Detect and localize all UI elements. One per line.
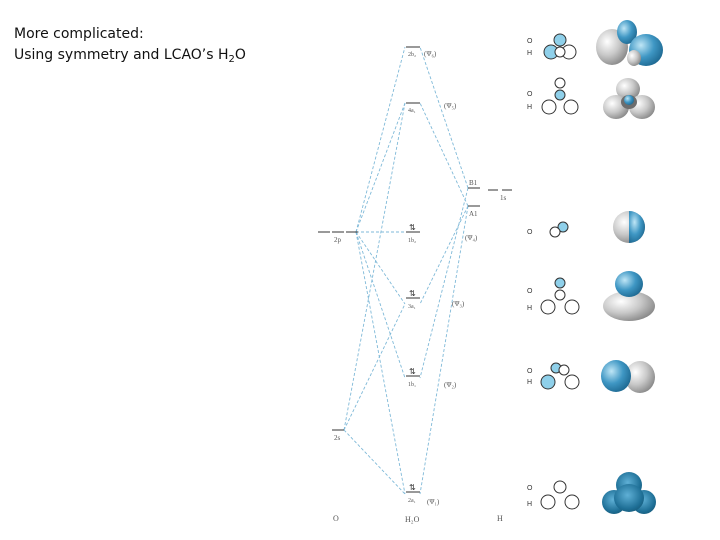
line-o2p-1b1 — [355, 231, 406, 379]
slide-title: More complicated: Using symmetry and LCA… — [14, 24, 246, 70]
orbital-render-psi5 — [603, 78, 655, 119]
oh-label-o-3: O — [527, 229, 533, 236]
orbital-schematics — [540, 33, 580, 510]
schematic-psi6 — [543, 33, 577, 60]
correlation-lines — [343, 46, 469, 495]
oh-label-h-5: H — [527, 379, 532, 386]
schematic-psi5 — [541, 77, 579, 115]
mo-sym-psi1: 2a₁ — [408, 498, 416, 504]
oh-label-o-6: O — [527, 485, 533, 492]
mo-sym-psi6: 2b₂ — [408, 52, 416, 58]
line-ha1-4a1 — [419, 102, 469, 207]
mo-psi-labels: (Ψ₆) (Ψ₅) (Ψ₄) (Ψ₃) (Ψ₂) (Ψ₁) — [424, 50, 478, 506]
line-o2s-2a1 — [343, 429, 406, 495]
electron-pair-psi2: ⇅ — [409, 367, 416, 376]
o-2p-label: 2p — [334, 236, 342, 244]
mo-sym-psi5: 4a₁ — [408, 108, 416, 114]
line-hb1-1b1 — [419, 187, 469, 379]
schematic-oh-labels: O H O H O O H O H O H — [527, 38, 533, 508]
line-o2p-b2u — [355, 46, 406, 233]
orbital-render-psi1 — [602, 472, 656, 514]
oxygen-levels — [318, 231, 358, 431]
orbital-render-psi4 — [613, 211, 645, 243]
line-ha1-3a1 — [419, 205, 469, 305]
column-label-h2o: H₂O — [405, 515, 420, 524]
title-subscript: 2 — [228, 54, 235, 65]
title-line-2-text: Using symmetry and LCAO’s H — [14, 47, 229, 63]
schematic-psi1 — [540, 480, 580, 510]
oh-label-o-2: O — [527, 91, 533, 98]
mo-sym-psi2: 1b₁ — [408, 382, 416, 388]
mo-psi-6: (Ψ₆) — [424, 50, 437, 58]
line-ha1-2a1 — [419, 205, 469, 495]
oh-label-o-1: O — [527, 38, 533, 45]
mo-psi-2: (Ψ₂) — [444, 381, 457, 389]
mo-levels — [406, 46, 420, 493]
oh-label-h-2: H — [527, 104, 532, 111]
schematic-psi2 — [540, 362, 580, 390]
h-b1-label: B1 — [469, 179, 478, 187]
title-line-2: Using symmetry and LCAO’s H2O — [14, 45, 246, 70]
oh-label-h-4: H — [527, 305, 532, 312]
line-o2p-2a1 — [355, 231, 406, 495]
mo-psi-4: (Ψ₄) — [465, 234, 478, 242]
oh-label-h-1: H — [527, 50, 532, 57]
o-2s-label: 2s — [334, 434, 341, 442]
line-o2p-3a1 — [355, 231, 406, 305]
mo-sym-psi4: 1b₂ — [408, 238, 416, 244]
mo-sym-labels: 2b₂ 4a₁ 1b₂ 3a₁ 1b₁ 2a₁ — [408, 52, 416, 504]
orbital-render-psi3 — [603, 271, 655, 321]
mo-psi-5: (Ψ₅) — [444, 102, 457, 110]
orbital-render-psi2 — [601, 360, 655, 393]
mo-psi-1: (Ψ₁) — [427, 498, 440, 506]
electron-pair-psi3: ⇅ — [409, 289, 416, 298]
title-line-1: More complicated: — [14, 26, 144, 42]
hydrogen-levels — [468, 187, 512, 207]
electron-pairs: ⇅ ⇅ ⇅ ⇅ — [409, 223, 416, 492]
line-o2s-4a1 — [343, 102, 406, 431]
title-line-2-suffix: O — [234, 47, 246, 63]
orbital-render-psi6 — [596, 20, 663, 66]
oh-label-o-4: O — [527, 288, 533, 295]
electron-pair-psi4: ⇅ — [409, 223, 416, 232]
schematic-psi4 — [549, 221, 569, 238]
schematic-psi3 — [540, 277, 580, 315]
h-1s-label: 1s — [500, 194, 507, 202]
column-label-o: O — [333, 514, 339, 523]
mo-sym-psi3: 3a₁ — [408, 304, 416, 310]
oh-label-h-6: H — [527, 501, 532, 508]
column-label-h: H — [497, 514, 503, 523]
electron-pair-psi1: ⇅ — [409, 483, 416, 492]
orbital-renderings — [596, 20, 663, 514]
line-o2p-4a1 — [355, 102, 406, 233]
h-a1-label: A1 — [469, 210, 478, 218]
line-o2s-3a1 — [343, 303, 406, 431]
mo-psi-3: (Ψ₃) — [452, 300, 465, 308]
oh-label-o-5: O — [527, 368, 533, 375]
